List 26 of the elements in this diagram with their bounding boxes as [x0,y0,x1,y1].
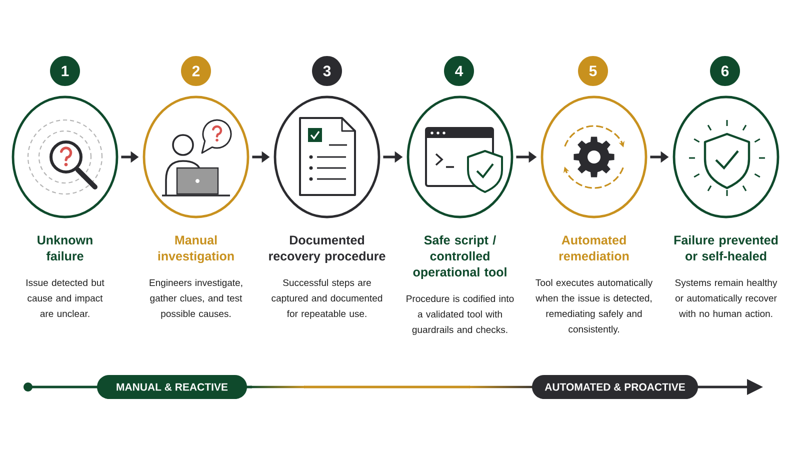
stage-circle [12,96,118,218]
stage-description: Successful steps are captured and documented for repeatable use. [272,279,382,319]
stage-title: Documented recovery procedure [269,235,386,263]
stage-description: Engineers investigate, gather clues, and test possible causes. [150,279,242,319]
stage-title: Failure prevented or self-healed [674,235,778,261]
stage-title: Automated remediation [559,235,629,261]
stage-description: Systems remain healthy or automatically recover with no human action. [675,279,778,318]
stage-circle [672,96,780,218]
stage-circle [406,96,514,218]
stage-circle [142,96,250,218]
number-badge: 4 [444,56,474,86]
number-badge: 6 [710,56,740,86]
number-badge: 5 [578,56,608,86]
number-badge: 1 [50,56,80,86]
stage-description: Tool executes automatically when the issue is detected, remediating safely and consistently. [536,279,653,334]
stage-description: Issue detected but cause and impact are unclear. [26,279,104,318]
stage-title: Manual investigation [158,235,234,264]
number-badge: 3 [312,56,342,86]
number-badge: 2 [181,56,211,86]
stage-title: Safe script / controlled operational tool [413,235,506,279]
stage-circle [540,96,648,218]
stage-circle [274,96,380,218]
stage-description: Procedure is codified into a validated tool with guardrails and checks. [406,295,514,335]
stage-title: Unknown failure [38,235,92,261]
phase-pill: AUTOMATED & PROACTIVE [532,375,698,399]
phase-pill: MANUAL & REACTIVE [97,375,247,399]
